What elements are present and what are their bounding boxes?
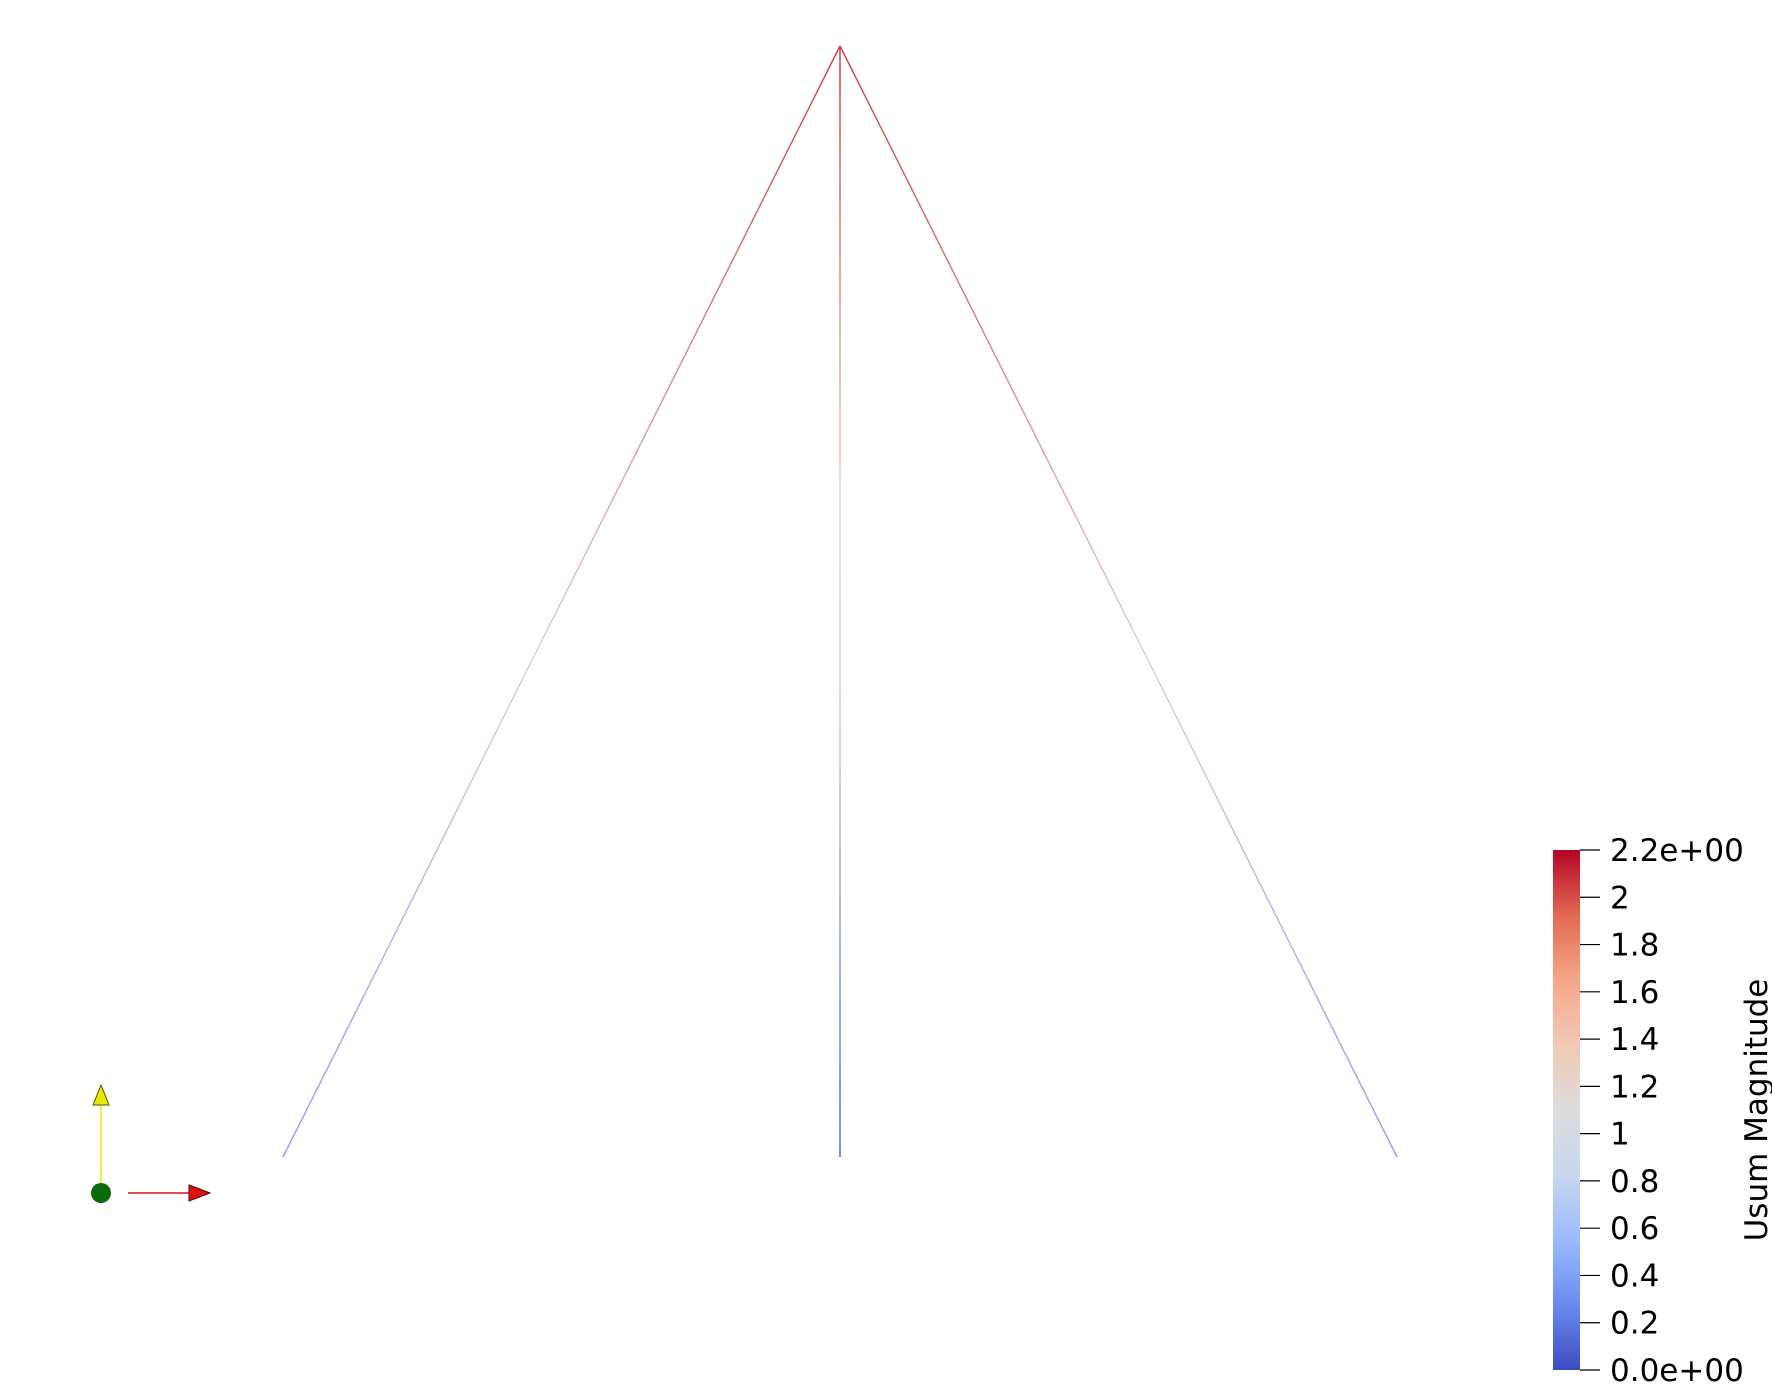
scalar-bar: 2.2e+00 2 1.8 1.6 1.4 1.2 1 0.8 0.6 0.4 0.2 0.0e+00… xyxy=(1553,833,1772,1385)
scalar-bar-tick-label: 2.2e+00 xyxy=(1610,833,1744,869)
scalar-bar-tick-label: 0.4 xyxy=(1610,1258,1659,1294)
scene-geometry xyxy=(282,45,1398,1158)
y-axis-arrowhead-icon xyxy=(92,1083,110,1106)
z-axis-dot-icon xyxy=(91,1183,111,1203)
scalar-bar-color-ramp xyxy=(1553,850,1580,1370)
right-strut xyxy=(839,45,1398,1158)
left-strut xyxy=(282,45,841,1158)
scalar-bar-tick-label: 0.8 xyxy=(1610,1164,1659,1200)
scalar-bar-tick-label: 1.2 xyxy=(1610,1069,1659,1105)
scalar-bar-tick-label: 0.2 xyxy=(1610,1306,1659,1342)
scalar-bar-tick-label: 1.8 xyxy=(1610,928,1659,964)
scalar-bar-tick-label: 1.4 xyxy=(1610,1022,1659,1058)
orientation-axes xyxy=(91,1083,212,1203)
scalar-bar-title: Usum Magnitude xyxy=(1739,979,1772,1242)
x-axis-arrowhead-icon xyxy=(188,1184,212,1202)
scalar-bar-tick-label: 1.6 xyxy=(1610,975,1659,1011)
scalar-bar-tick-label: 2 xyxy=(1610,880,1630,916)
scalar-bar-tick-label: 0.6 xyxy=(1610,1211,1659,1247)
scalar-bar-tick-label: 0.0e+00 xyxy=(1610,1353,1744,1385)
scalar-bar-ticks: 2.2e+00 2 1.8 1.6 1.4 1.2 1 0.8 0.6 0.4 0.2 0.0e+00 xyxy=(1580,833,1744,1385)
scalar-bar-tick-label: 1 xyxy=(1610,1117,1630,1153)
